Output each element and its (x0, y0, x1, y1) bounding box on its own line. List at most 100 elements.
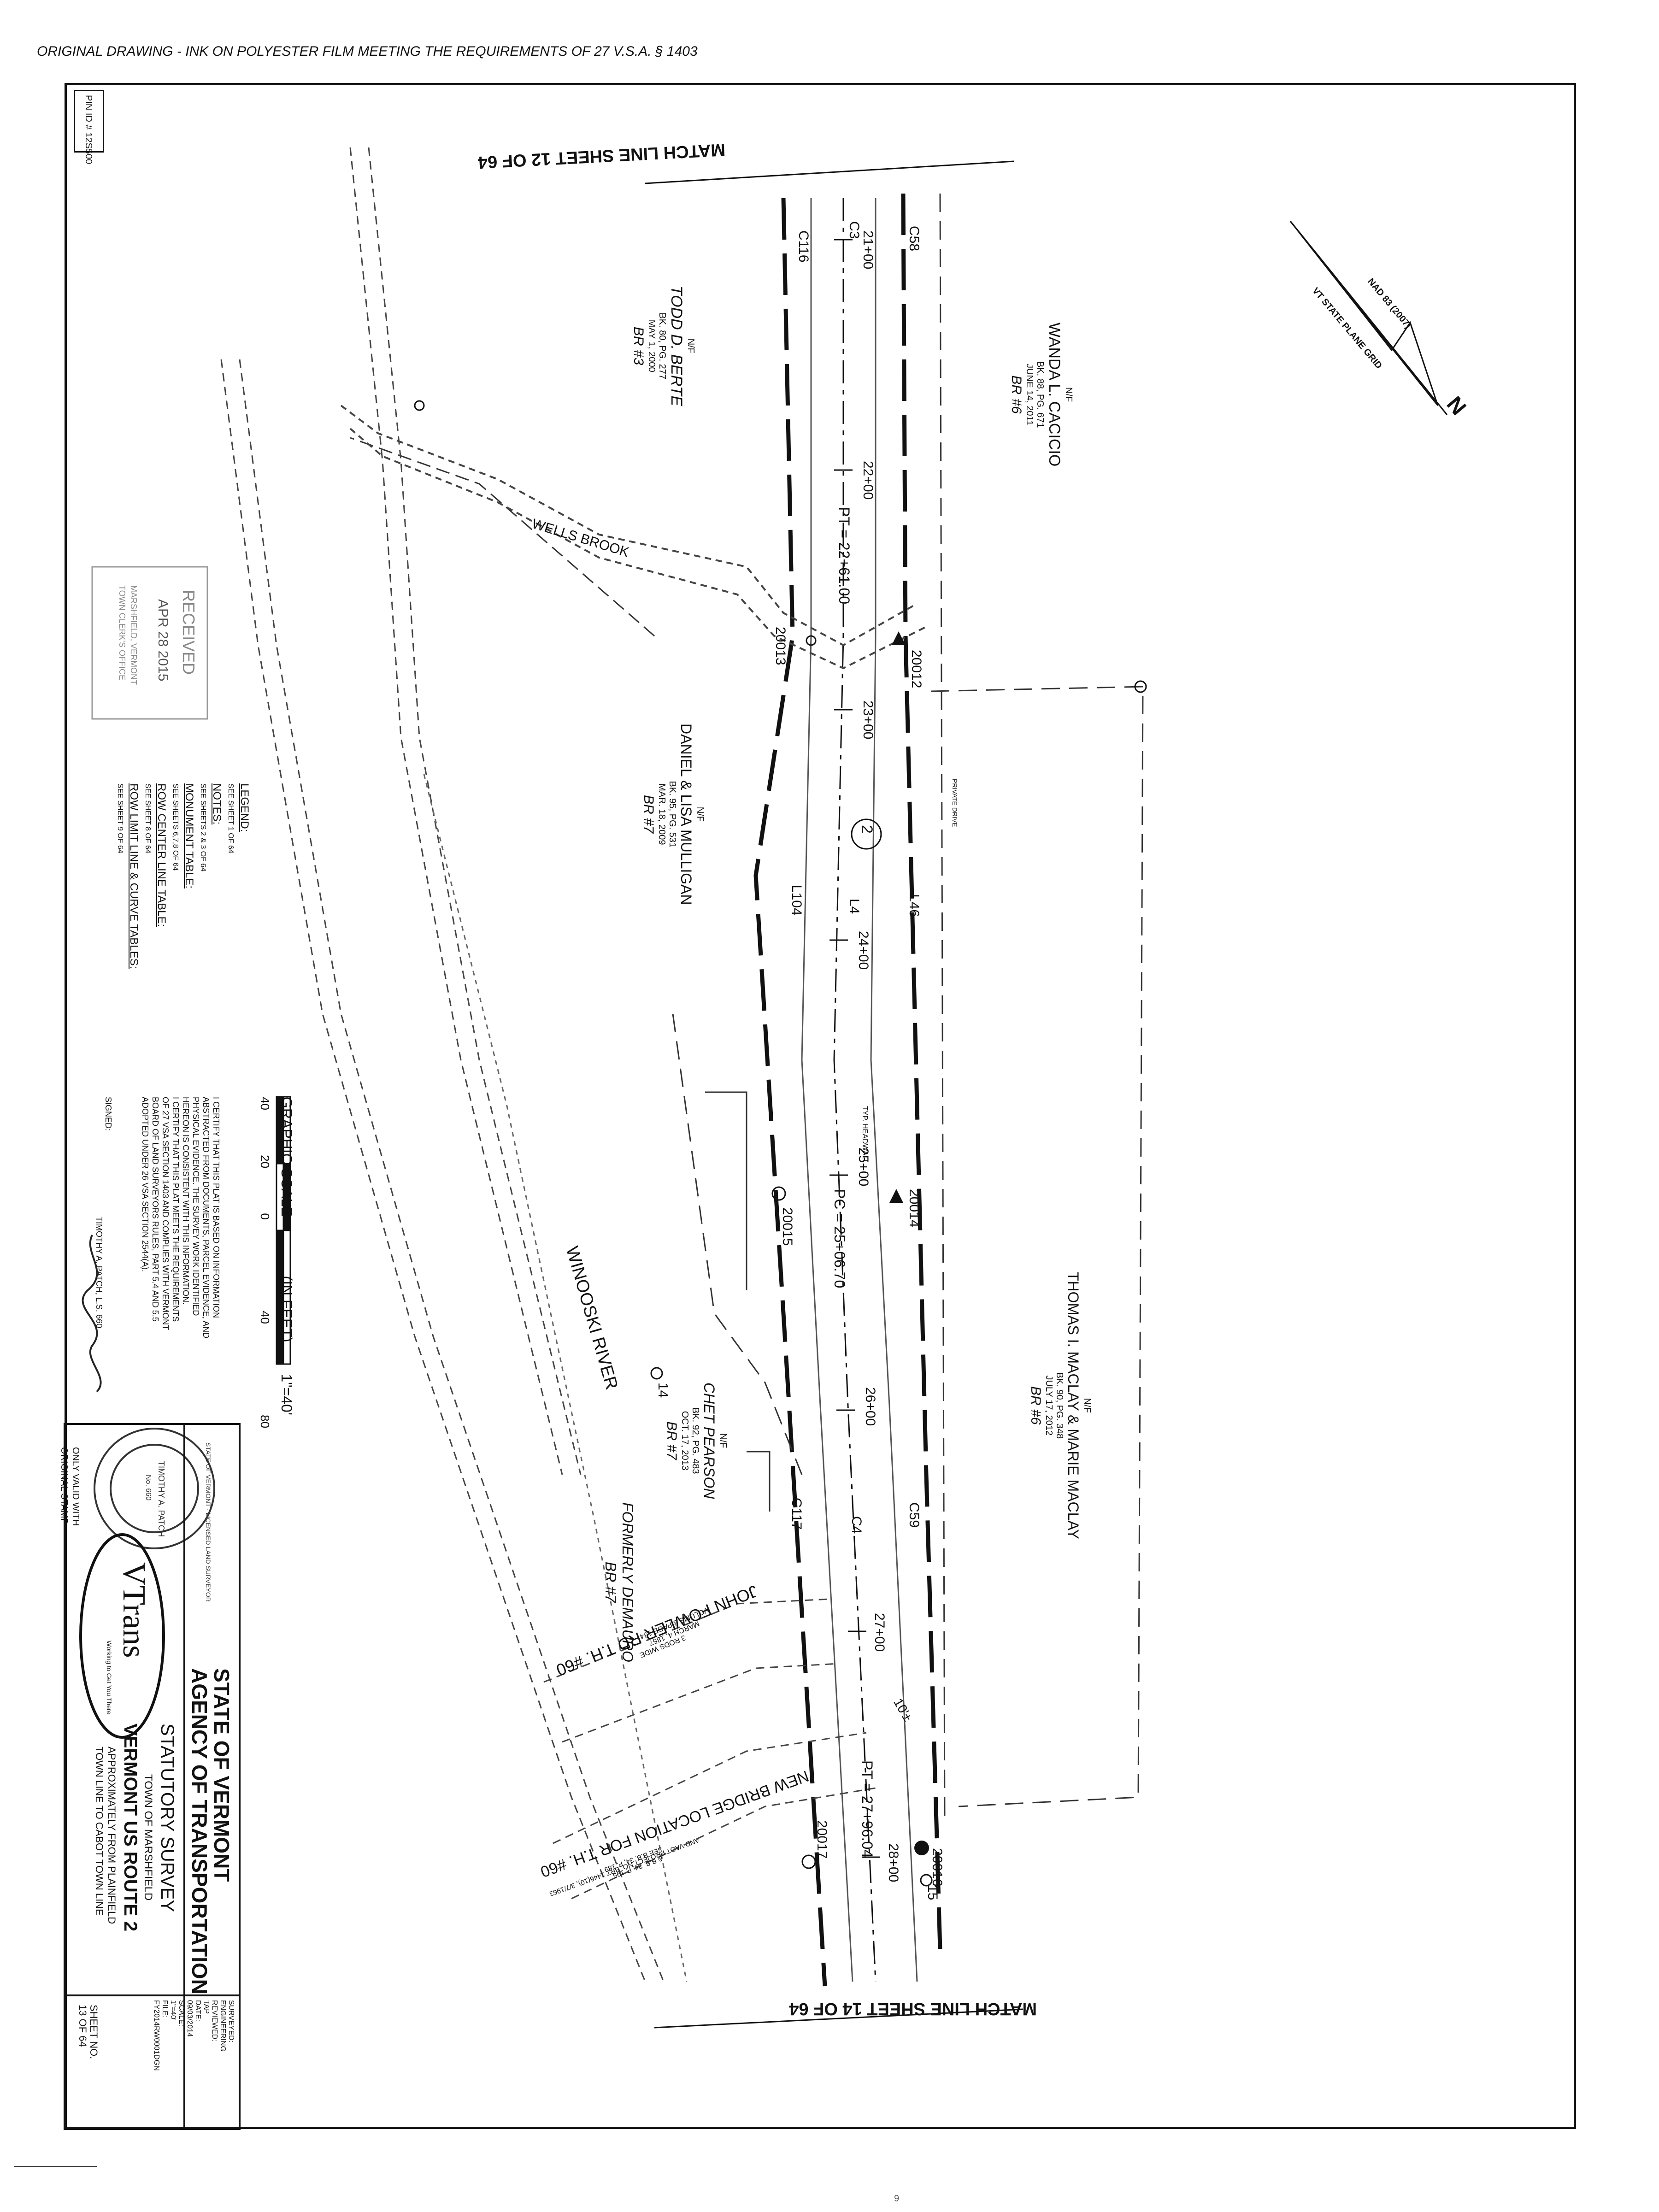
seal-valid-1: ONLY VALID WITH (71, 1447, 81, 1526)
owner-berte-name: TODD D. BERTE (668, 286, 685, 406)
title-town: TOWN OF MARSHFIELD (142, 1774, 154, 1901)
bottom-rule (14, 2166, 97, 2167)
meta-engineering: ENGINEERING (219, 2000, 227, 2052)
owner-mulligan-name: DANIEL & LISA MULLIGAN (678, 724, 694, 905)
title-agency: STATE OF VERMONT AGENCY OF TRANSPORTATIO… (188, 1668, 234, 1994)
pt-label-20017: 20017 (814, 1820, 830, 1859)
owner-berte: N/F TODD D. BERTE BK. 80, PG. 277 MAY 1,… (630, 286, 696, 406)
received-line-4: TOWN CLERK'S OFFICE (118, 585, 127, 681)
meta-file-label: FILE: (161, 2000, 169, 2018)
pt-label-20014: 20014 (906, 1189, 922, 1228)
pt-22-61: PT = 22+61.00 (836, 507, 853, 605)
notes-text: SEE SHEETS 2 & 3 OF 64 (199, 783, 207, 872)
scale-units: (IN FEET) (278, 1276, 295, 1342)
label-l46: L46 (906, 894, 922, 918)
point-20015 (771, 1186, 786, 1201)
seal-valid-2: ORIGINAL STAMP (59, 1447, 69, 1524)
title-extent-2: TOWN LINE TO CABOT TOWN LINE (94, 1747, 105, 1916)
scale-title: GRAPHIC SCALE (278, 1097, 295, 1217)
bridge-line (553, 1732, 867, 1844)
label-c116: C116 (796, 230, 811, 263)
owner-maclay-br: BR #6 (1028, 1386, 1043, 1425)
vtrans-logo-ring (79, 1533, 165, 1739)
owner-maclay: N/F THOMAS I. MACLAY & MARIE MACLAY BK. … (1028, 1272, 1092, 1539)
owner-pearson-nf: N/F (718, 1433, 728, 1448)
station-25: 25+00 (856, 1147, 871, 1187)
title-survey: STATUTORY SURVEY (157, 1724, 177, 1912)
owner-pearson-book: BK. 92, PG. 483 (690, 1407, 700, 1474)
scale-tick-40b: 40 (258, 1311, 272, 1324)
owner-mulligan-date: MAR. 18, 2009 (657, 783, 667, 845)
meta-reviewer: TAP (202, 2000, 210, 2014)
seal-name: TIMOTHY A. PATCH (157, 1461, 166, 1537)
river-bank-1 (423, 774, 688, 1982)
station-23: 23+00 (860, 700, 876, 740)
owner-berte-br: BR #3 (631, 326, 646, 365)
point-monument-ne (1134, 680, 1147, 693)
cert-line-5: I CERTIFY THAT THIS PLAT MEETS THE REQUI… (171, 1097, 180, 1322)
sheet-number: 13 OF 64 (77, 2005, 88, 2047)
graphic-scale-title: GRAPHIC SCALE (IN FEET) 1"=40' (278, 1097, 295, 1415)
seal-number: No. 660 (144, 1475, 152, 1501)
owner-cacicio-date: JUNE 14, 2011 (1024, 364, 1035, 426)
owner-cacicio-br: BR #6 (1009, 375, 1024, 414)
meta-scale-label: SCALE: (177, 2000, 185, 2026)
cert-line-8: ADOPTED UNDER 26 VSA SECTION 2544(A). (141, 1097, 150, 1272)
meta-reviewed: REVIEWED: (211, 2000, 218, 2041)
survey-points (414, 400, 1147, 1887)
surveyor-seal (94, 1428, 215, 1549)
received-line-2: APR 28 2015 (155, 599, 171, 682)
cert-line-6: OF 27 VSA SECTION 1403 AND COMPLIES WITH… (161, 1097, 170, 1330)
title-block-lines (64, 1423, 241, 2130)
road-edge-left (801, 198, 853, 1982)
received-line-1: RECEIVED (179, 590, 198, 675)
title-extent-1: APPROXIMATELY FROM PLAINFIELD (106, 1747, 118, 1924)
monument-text: SEE SHEETS 6,7,8 OF 64 (171, 783, 179, 871)
agency-line-2: AGENCY OF TRANSPORTATION (188, 1668, 212, 1994)
owner-cacicio-book: BK. 88, PG. 671 (1035, 361, 1045, 428)
old-road-west-4 (239, 359, 665, 1982)
owner-maclay-date: JULY 17, 2012 (1044, 1375, 1054, 1436)
received-line-3: MARSHFIELD, VERMONT (129, 585, 138, 685)
scale-tick-80: 80 (258, 1415, 272, 1429)
page-mark: 9 (894, 2194, 900, 2204)
station-26: 26+00 (863, 1387, 878, 1426)
meta-surveyed: SURVEYED: (227, 2000, 235, 2043)
cert-line-7: BOARD OF LAND SURVEYORS RULES, PART 5.4 … (151, 1097, 160, 1322)
private-drive-label: PRIVATE DRIVE (951, 779, 959, 827)
sheet-number-block: SHEET NO. 13 OF 64 (77, 2005, 100, 2059)
pt-label-20012: 20012 (909, 650, 924, 688)
old-road-west-1 (349, 147, 563, 1475)
certification-block: I CERTIFY THAT THIS PLAT IS BASED ON INF… (140, 1097, 221, 1338)
point-14 (650, 1367, 663, 1380)
pin-id-box: PIN ID # 12S500 (74, 90, 104, 164)
meta-date-label: DATE: (194, 2000, 202, 2021)
scale-ticks: 40 20 0 40 80 (258, 1097, 272, 1428)
legend-text: SEE SHEET 1 OF 64 (227, 783, 235, 853)
owner-cacicio-name: WANDA L. CACICIO (1046, 323, 1063, 467)
pt-label-14: 14 (655, 1382, 671, 1398)
row-limit-left (753, 198, 827, 1987)
match-line-bottom (654, 2008, 1024, 2029)
north-arrow-graphic (1289, 221, 1448, 415)
pt-27-96: PT = 27+96.04 (859, 1760, 876, 1858)
owner-pearson: N/F CHET PEARSON BK. 92, PG. 483 OCT. 17… (664, 1382, 728, 1499)
label-l4: L4 (847, 899, 862, 914)
owner-berte-date: MAY 1, 2000 (647, 319, 657, 372)
driveway (705, 1091, 747, 1290)
point-20013 (806, 635, 817, 646)
cert-line-1: I CERTIFY THAT THIS PLAT IS BASED ON INF… (212, 1097, 221, 1318)
point-20012 (892, 631, 906, 645)
agency-line-1: STATE OF VERMONT (210, 1668, 234, 1882)
cert-line-2: ABSTRACTED FROM DOCUMENTS, PARCEL EVIDEN… (201, 1097, 211, 1339)
property-line-east (930, 686, 1144, 1807)
owner-mulligan-br: BR #7 (641, 795, 656, 834)
owner-berte-book: BK. 80, PG. 277 (657, 312, 667, 379)
received-stamp-box (91, 566, 208, 720)
owner-maclay-name: THOMAS I. MACLAY & MARIE MACLAY (1065, 1272, 1082, 1539)
route-2-marker: 2 (858, 825, 876, 834)
jf-road-2 (562, 1663, 839, 1743)
seal-ring-text: STATE OF VERMONT · LICENSED LAND SURVEYO… (205, 1442, 212, 1602)
scale-ratio: 1"=40' (278, 1374, 295, 1415)
owner-cacicio-nf: N/F (1064, 387, 1074, 402)
